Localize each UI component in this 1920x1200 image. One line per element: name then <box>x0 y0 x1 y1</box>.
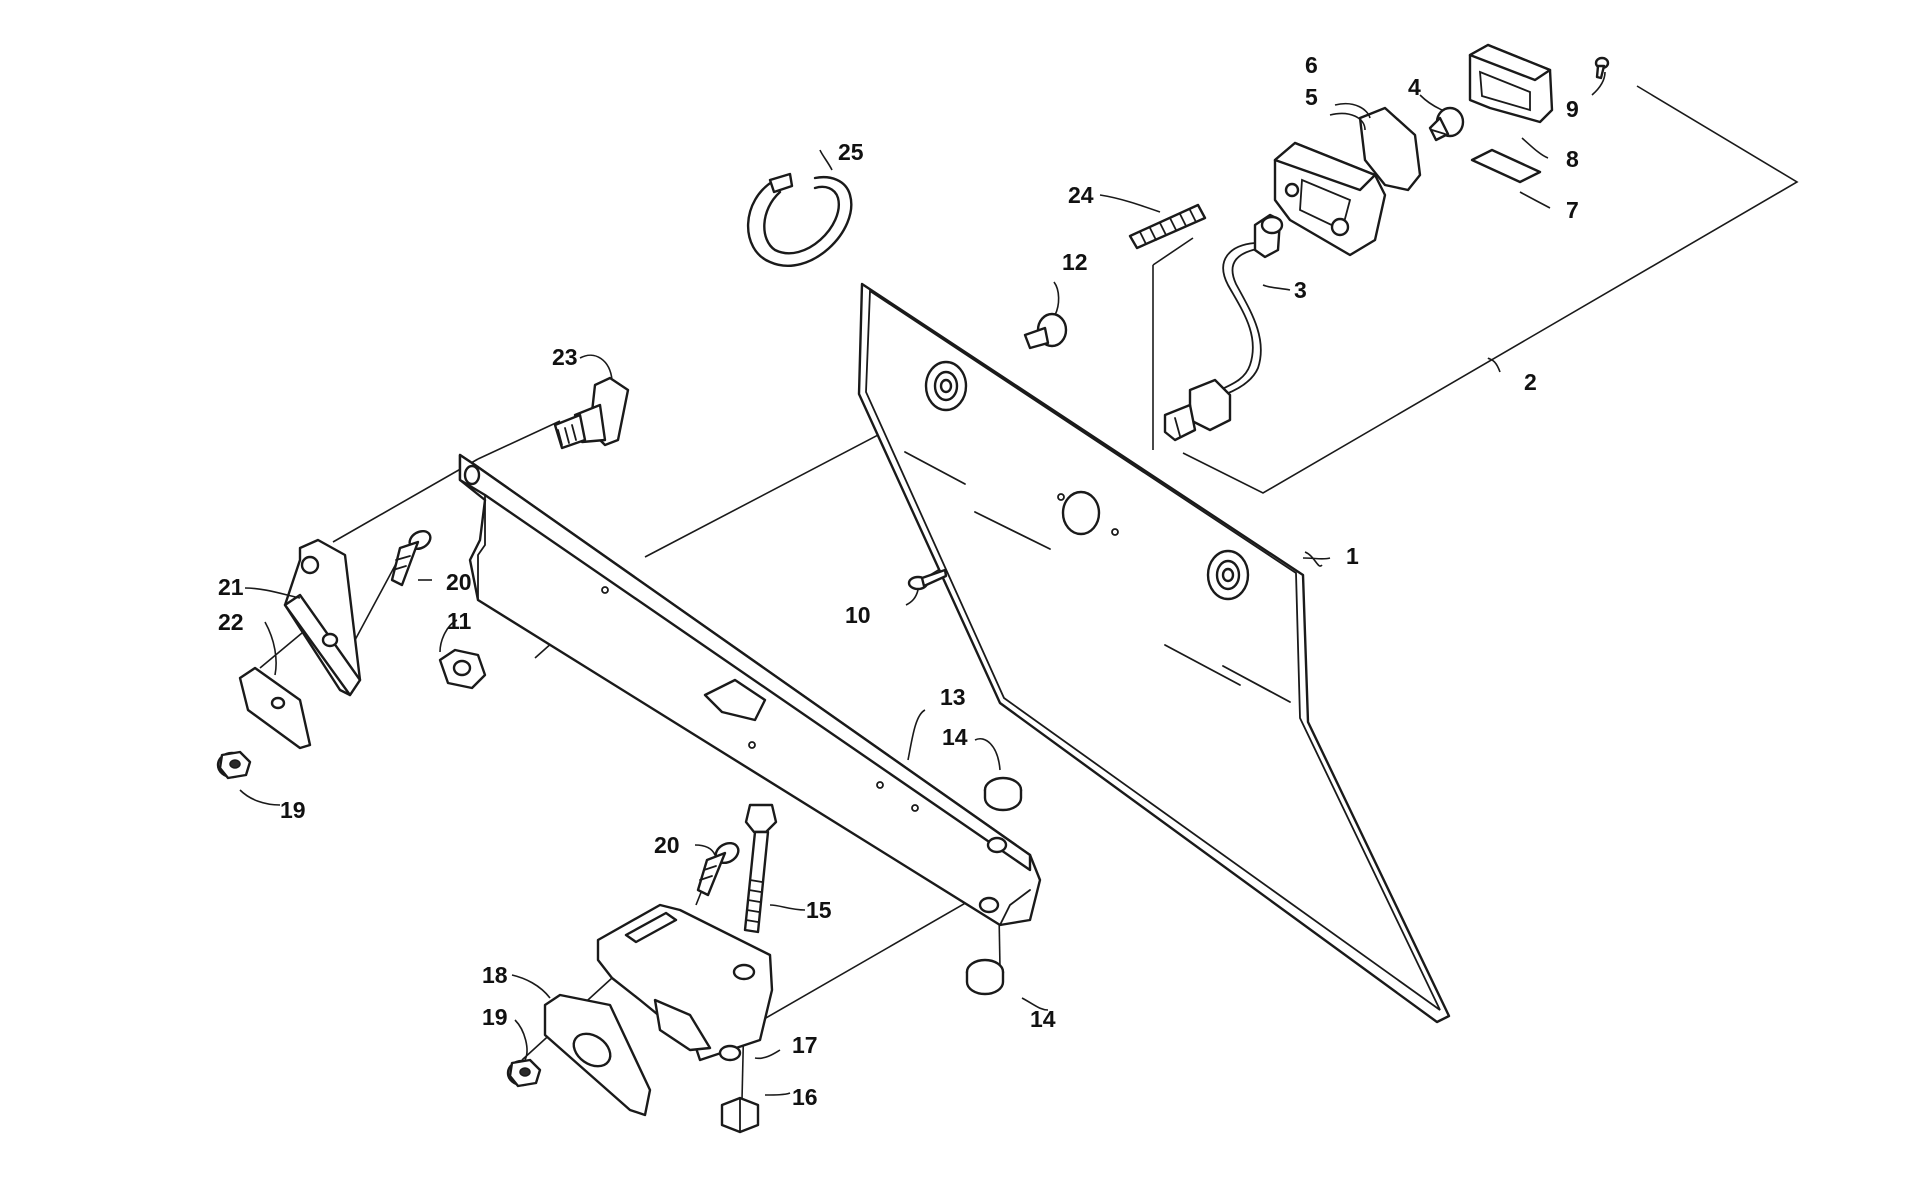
flange-nut-19-lower <box>506 1058 542 1088</box>
lower-bracket <box>596 903 774 1062</box>
screw-12 <box>1023 312 1068 350</box>
washer-14-upper <box>983 776 1023 812</box>
callout-10: 10 <box>845 602 871 628</box>
callout-19-upper: 19 <box>280 797 306 823</box>
gasket-7 <box>1470 148 1542 184</box>
callout-16: 16 <box>792 1084 818 1110</box>
callout-3: 3 <box>1294 277 1307 303</box>
callout-20-lower: 20 <box>654 832 680 858</box>
callout-24: 24 <box>1068 182 1094 208</box>
callout-25: 25 <box>838 139 864 165</box>
callout-11: 11 <box>447 608 472 634</box>
thumbscrew <box>553 376 630 450</box>
callout-19-lower: 19 <box>482 1004 508 1030</box>
callout-labels: 1 2 3 4 5 6 7 8 9 10 11 12 13 14 14 15 1… <box>218 52 1579 1110</box>
left-pad <box>238 666 312 750</box>
license-plate <box>857 282 1451 1024</box>
lens-6 <box>1358 106 1422 192</box>
flange-nut-19-upper <box>216 750 252 780</box>
gasket-plate <box>543 993 652 1117</box>
spring-24 <box>1128 203 1207 250</box>
light-socket-harness <box>1163 213 1284 442</box>
callout-12: 12 <box>1062 249 1088 275</box>
callout-15: 15 <box>806 897 832 923</box>
callout-4: 4 <box>1408 74 1421 100</box>
mounting-bracket <box>458 453 1042 927</box>
callout-21: 21 <box>218 574 244 600</box>
callout-14-upper: 14 <box>942 724 968 750</box>
callout-6: 6 <box>1305 52 1318 78</box>
light-housing <box>1273 141 1387 257</box>
callout-14-lower: 14 <box>1030 1006 1056 1032</box>
nut-16 <box>720 1096 760 1134</box>
callout-20-upper: 20 <box>446 569 472 595</box>
callout-13: 13 <box>940 684 966 710</box>
long-bolt-15 <box>743 803 778 934</box>
lens-cap-8 <box>1468 43 1554 124</box>
callout-2: 2 <box>1524 369 1537 395</box>
washer-14-lower <box>965 958 1005 996</box>
callout-18: 18 <box>482 962 508 988</box>
callout-7: 7 <box>1566 197 1579 223</box>
grommet-upper <box>924 360 968 412</box>
grommet-lower <box>1206 549 1250 601</box>
callout-17: 17 <box>792 1032 818 1058</box>
bolt-20-lower <box>696 841 740 897</box>
callout-22: 22 <box>218 609 244 635</box>
hose-clamp-25 <box>746 172 853 267</box>
callout-9: 9 <box>1566 96 1579 122</box>
nut-11 <box>438 648 487 690</box>
bulb-4 <box>1428 106 1465 142</box>
callout-5: 5 <box>1305 84 1318 110</box>
screw-9 <box>1594 56 1610 80</box>
callout-8: 8 <box>1566 146 1579 172</box>
callout-23: 23 <box>552 344 578 370</box>
screw-10 <box>907 568 948 591</box>
bolt-20-upper <box>390 529 432 587</box>
left-bracket <box>283 538 362 697</box>
callout-leaders <box>239 71 1606 1096</box>
callout-1: 1 <box>1346 543 1359 569</box>
